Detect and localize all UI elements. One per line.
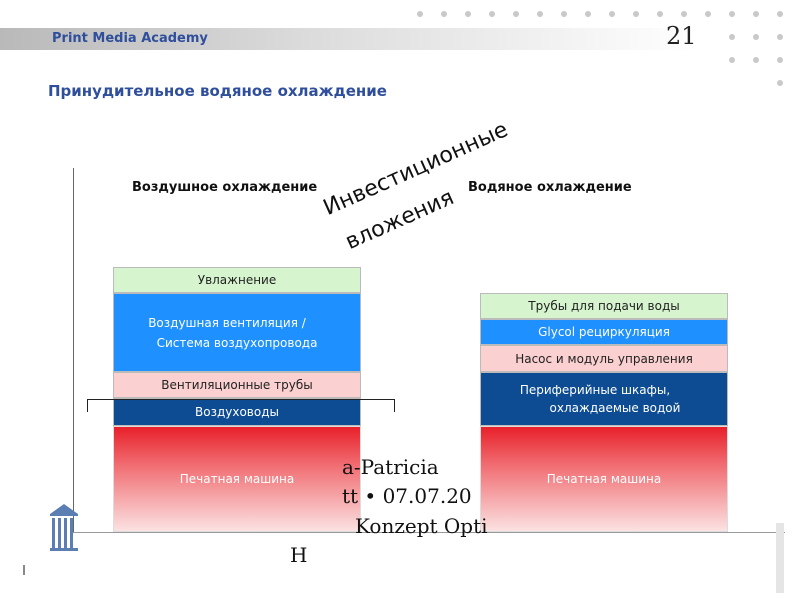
water-cabinets-label-line1: Периферийные шкафы, [519, 383, 671, 397]
air-press-label: Печатная машина [179, 472, 295, 486]
decorative-dots [417, 11, 783, 86]
water-press-label: Печатная машина [546, 472, 662, 486]
building-logo-icon [50, 504, 78, 551]
overlay-text-line2: tt • 07.07.20 [342, 484, 472, 508]
air-ventilation-label-line2: Система воздухопровода [156, 335, 318, 350]
pump-module-block: Насос и модуль управления [480, 345, 728, 372]
overlay-text-line3: Konzept Opti [355, 514, 488, 538]
ducts-bracket [87, 399, 395, 412]
water-press-block: Печатная машина [480, 426, 728, 532]
air-press-block: Печатная машина [113, 426, 361, 532]
humidification-block: Увлажнение [113, 267, 361, 293]
ventilation-pipes-label: Вентиляционные трубы [161, 378, 313, 392]
humidification-label: Увлажнение [197, 273, 277, 287]
water-cabinets-block: Периферийные шкафы, охлаждаемые водой [480, 372, 728, 426]
header-band [0, 28, 700, 50]
air-ducts-block: Воздуховоды [113, 398, 361, 426]
glycol-label: Glycol рециркуляция [538, 325, 670, 339]
brand-label: Print Media Academy [52, 31, 208, 46]
overlay-text-line4: H [290, 543, 308, 567]
page-number: 21 [666, 22, 697, 50]
vertical-axis [73, 168, 74, 533]
baseline [73, 532, 785, 533]
air-ducts-label: Воздуховоды [195, 405, 279, 419]
overlay-text-line1: a-Patricia [342, 455, 439, 479]
footer-tick [23, 565, 25, 575]
pump-module-label: Насос и модуль управления [515, 351, 693, 366]
slide-title: Принудительное водяное охлаждение [48, 82, 387, 100]
ventilation-pipes-block: Вентиляционные трубы [113, 372, 361, 398]
air-cooling-heading: Воздушное охлаждение [132, 180, 318, 195]
air-ventilation-block: Воздушная вентиляция / Система воздухопр… [113, 293, 361, 372]
air-ventilation-label-line1: Воздушная вентиляция / [148, 315, 306, 330]
water-cooling-heading: Водяное охлаждение [468, 180, 632, 195]
water-pipes-block: Трубы для подачи воды [480, 293, 728, 319]
glycol-block: Glycol рециркуляция [480, 319, 728, 345]
water-pipes-label: Трубы для подачи воды [528, 299, 680, 313]
right-edge-bar [776, 523, 784, 593]
water-cabinets-label-line2: охлаждаемые водой [549, 401, 681, 415]
